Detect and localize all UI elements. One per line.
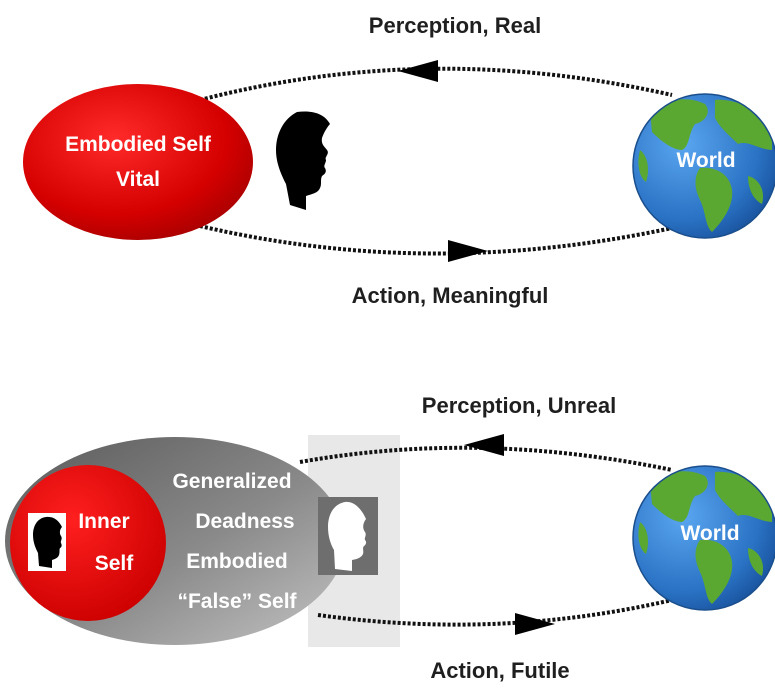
top-action-arc [199, 224, 673, 256]
embodied-self-ellipse [23, 84, 253, 240]
globe-icon [632, 465, 775, 611]
top-perception-label: Perception, Real [369, 13, 541, 38]
arrowhead-icon [464, 434, 504, 456]
embodied-self-line2: Vital [116, 168, 160, 191]
arrowhead-icon [515, 613, 555, 635]
false-self-line3: Embodied [186, 550, 288, 573]
bottom-perception-arc [299, 445, 673, 472]
top-diagram: Embodied Self Vital World Perception, Re… [23, 13, 775, 308]
bottom-perception-label: Perception, Unreal [422, 393, 616, 418]
bottom-action-label: Action, Futile [430, 658, 569, 683]
top-action-label: Action, Meaningful [352, 283, 549, 308]
inner-self-circle [10, 465, 166, 621]
head-silhouette-icon [33, 516, 62, 568]
bottom-world-label: World [680, 522, 739, 545]
head-silhouette-icon [328, 501, 367, 571]
false-self-line2: Deadness [195, 510, 294, 533]
false-self-line4: “False” Self [177, 590, 297, 613]
arrowhead-icon [398, 60, 438, 82]
embodied-self-line1: Embodied Self [65, 133, 212, 156]
globe-icon [632, 93, 775, 239]
arrowhead-icon [448, 240, 488, 262]
top-world-label: World [676, 149, 735, 172]
bottom-diagram: Inner Self Generalized Deadness Embodied… [5, 393, 775, 683]
head-silhouette-icon [276, 111, 330, 210]
false-self-line1: Generalized [172, 470, 291, 493]
inner-self-line2: Self [95, 552, 135, 575]
inner-self-line1: Inner [78, 510, 129, 533]
